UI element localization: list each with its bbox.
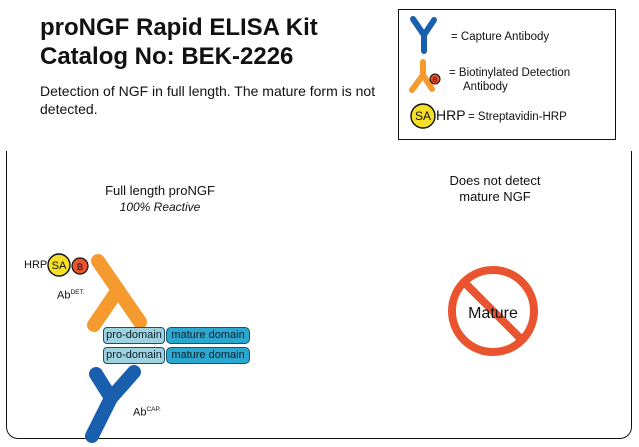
legend-streptavidin-text: = Streptavidin-HRP: [468, 111, 567, 123]
description: Detection of NGF in full length. The mat…: [40, 83, 376, 117]
kit-title: proNGF Rapid ELISA Kit Catalog No: BEK-2…: [40, 13, 318, 71]
ab-cap-text: Ab: [133, 406, 147, 419]
does-not-detect-label: Does not detect: [449, 173, 541, 188]
biotin-label: B: [77, 262, 83, 272]
biotin-badge-text: B: [433, 77, 438, 84]
legend-capture-text: = Capture Antibody: [451, 31, 550, 43]
biotin-badge-icon: B: [429, 73, 441, 85]
reactive-label: 100% Reactive: [119, 200, 201, 214]
mature-domain-1: mature domain: [166, 327, 250, 344]
sa-label: SA: [52, 260, 67, 272]
mature-domain-2: mature domain: [166, 347, 250, 364]
ab-det-label: AbDET.: [57, 289, 85, 302]
pro-domain-1: pro-domain: [103, 327, 165, 344]
legend-graphics: B SA: [409, 16, 441, 129]
right-panel-title: Does not detect mature NGF: [415, 173, 575, 205]
detection-antibody-icon: [409, 59, 435, 93]
pro-domain-2: pro-domain: [103, 347, 165, 364]
no-sign-icon: Mature: [448, 266, 538, 356]
legend-hrp-text: HRP: [436, 107, 466, 123]
streptavidin-badge-icon: SA: [47, 253, 71, 277]
mature-ngf-label: mature NGF: [459, 189, 531, 204]
ab-cap-label: AbCAP.: [133, 406, 161, 419]
legend-detection-text-2: Antibody: [463, 81, 508, 93]
ab-det-sup: DET.: [70, 289, 85, 296]
ab-cap-sup: CAP.: [146, 406, 161, 413]
title-line-2: Catalog No: BEK-2226: [40, 43, 294, 70]
detection-antibody-icon: [87, 254, 147, 332]
streptavidin-badge-icon: SA: [410, 103, 436, 129]
legend-box: B SA = Capture Antibody = Biotinylated D…: [398, 9, 616, 140]
full-length-label: Full length proNGF: [105, 183, 215, 198]
title-line-1: proNGF Rapid ELISA Kit: [40, 14, 318, 41]
assay-panel: [6, 151, 632, 439]
legend-detection-text-1: = Biotinylated Detection: [449, 67, 571, 79]
biotin-badge-icon: B: [71, 257, 89, 275]
capture-antibody-icon: [85, 365, 141, 443]
sa-badge-text: SA: [415, 109, 431, 123]
ab-det-text: Ab: [57, 289, 71, 302]
hrp-label: HRP: [24, 259, 48, 271]
left-panel-title: Full length proNGF 100% Reactive: [80, 183, 240, 215]
mature-label: Mature: [468, 305, 518, 322]
capture-antibody-icon: [410, 16, 437, 54]
